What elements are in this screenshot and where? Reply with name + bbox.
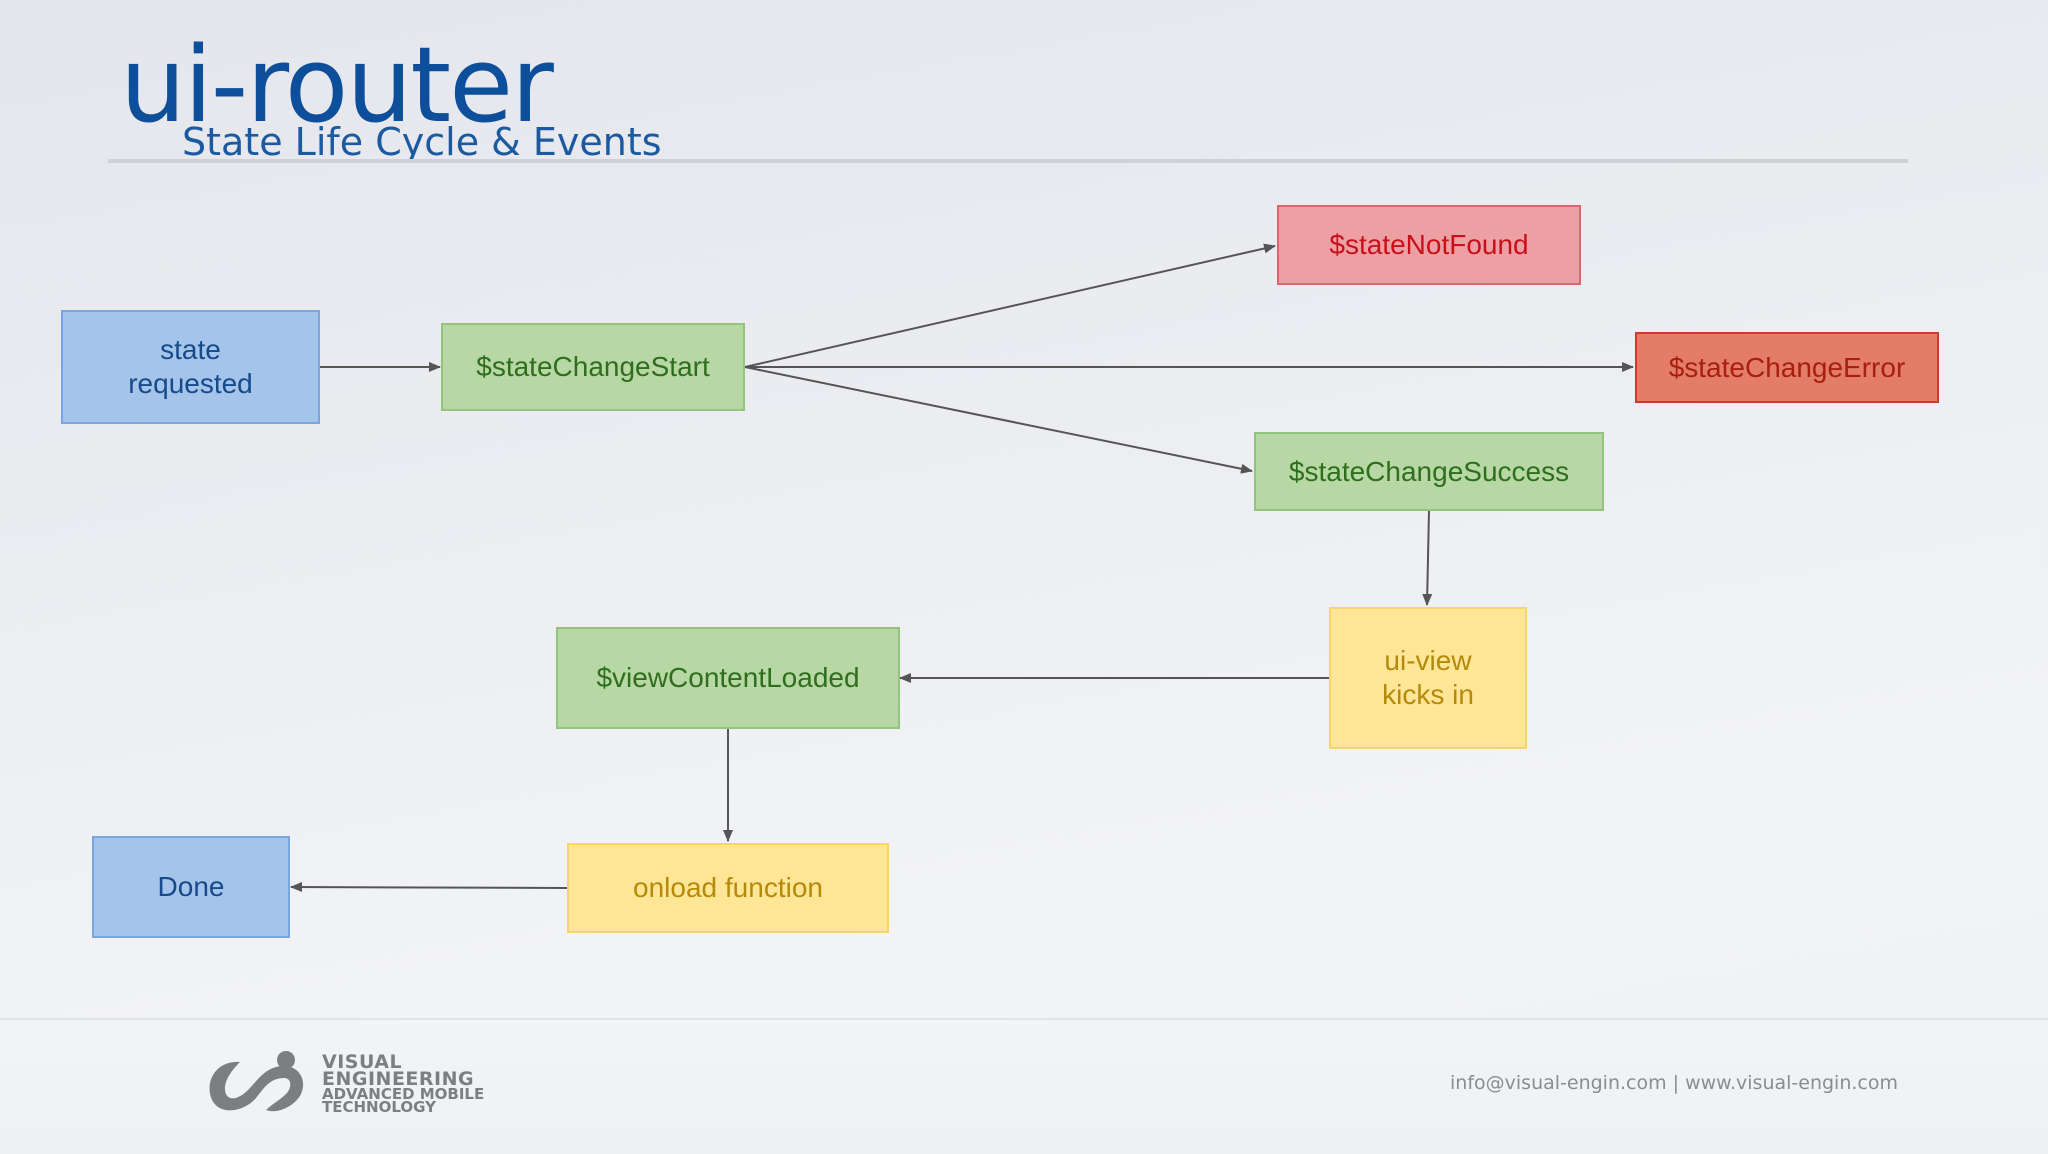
- logo-mark-icon: [209, 1051, 304, 1112]
- node-state-change-success: $stateChangeSuccess: [1254, 432, 1604, 511]
- logo-text-line1: VISUAL: [322, 1051, 403, 1073]
- arrow-onload-to-done: [290, 882, 568, 893]
- header-divider: [108, 159, 1908, 163]
- logo-text-line3: ADVANCED MOBILE: [322, 1085, 485, 1103]
- node-onload-function: onload function: [567, 843, 889, 933]
- node-ui-view: ui-view kicks in: [1329, 607, 1527, 749]
- node-state-not-found: $stateNotFound: [1277, 205, 1581, 285]
- node-ui-view-line1: ui-view: [1384, 645, 1472, 676]
- page-subtitle: State Life Cycle & Events: [182, 120, 662, 164]
- logo-text-line4: TECHNOLOGY: [322, 1098, 436, 1116]
- node-done: Done: [92, 836, 290, 938]
- node-state-change-start: $stateChangeStart: [441, 323, 745, 411]
- node-state-requested: state requested: [61, 310, 320, 424]
- node-state-requested-line2: requested: [128, 368, 253, 399]
- arrow-start-to-success: [744, 366, 1253, 474]
- arrow-start-to-notfound: [744, 243, 1276, 368]
- footer: [0, 1018, 2048, 1154]
- node-state-requested-line1: state: [160, 334, 221, 365]
- node-view-content-loaded: $viewContentLoaded: [556, 627, 900, 729]
- company-logo: VISUAL ENGINEERING ADVANCED MOBILE TECHN…: [200, 1048, 500, 1120]
- arrow-success-to-uiview: [1422, 510, 1433, 606]
- node-state-change-error: $stateChangeError: [1635, 332, 1939, 403]
- contact-info: info@visual-engin.com | www.visual-engin…: [1450, 1072, 1898, 1094]
- logo-text-line2: ENGINEERING: [322, 1068, 475, 1090]
- node-ui-view-line2: kicks in: [1382, 679, 1474, 710]
- page-title: ui-router: [120, 24, 554, 146]
